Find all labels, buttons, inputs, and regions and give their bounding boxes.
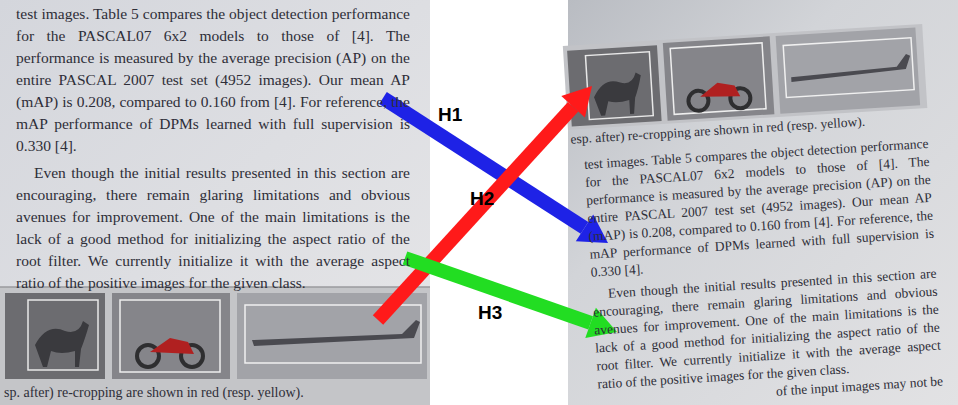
horse-shape (35, 321, 89, 367)
horse-thumbnail (5, 293, 105, 379)
motorbike-thumbnail (112, 293, 230, 379)
figure-strip (563, 24, 927, 130)
bounding-box (28, 300, 98, 370)
horse-thumbnail (567, 45, 661, 126)
plane-shape (252, 320, 420, 346)
rotated-page: esp. after) re-cropping are shown in red… (574, 0, 943, 404)
arrow-head (561, 86, 592, 118)
document-paragraph: test images. Table 5 compares the object… (584, 135, 936, 282)
bounding-box (670, 43, 766, 114)
homography-label: H3 (478, 302, 502, 324)
bounding-box (120, 300, 220, 372)
homography-label: H2 (470, 188, 494, 210)
right-photo (568, 0, 958, 405)
motorbike-body (699, 81, 740, 98)
document-paragraph: Even though the initial results presente… (592, 265, 943, 394)
plane-shape (790, 54, 911, 82)
bounding-box (245, 305, 421, 363)
plane-thumbnail (776, 27, 921, 113)
motorbike-body (150, 338, 194, 354)
horse-shape (593, 72, 643, 116)
homography-label: H1 (438, 104, 462, 126)
document-paragraph: test images. Table 5 compares the object… (16, 3, 410, 157)
left-photo (0, 0, 430, 405)
figure-strip-rotated (563, 24, 927, 130)
document-paragraph: Even though the initial results presente… (16, 162, 410, 294)
motorbike-thumbnail (663, 36, 775, 120)
bounding-box (783, 38, 914, 98)
figure-strip (0, 287, 430, 405)
figure-caption: sp. after) re-cropping are shown in red … (4, 384, 424, 402)
bounding-box (585, 52, 653, 120)
